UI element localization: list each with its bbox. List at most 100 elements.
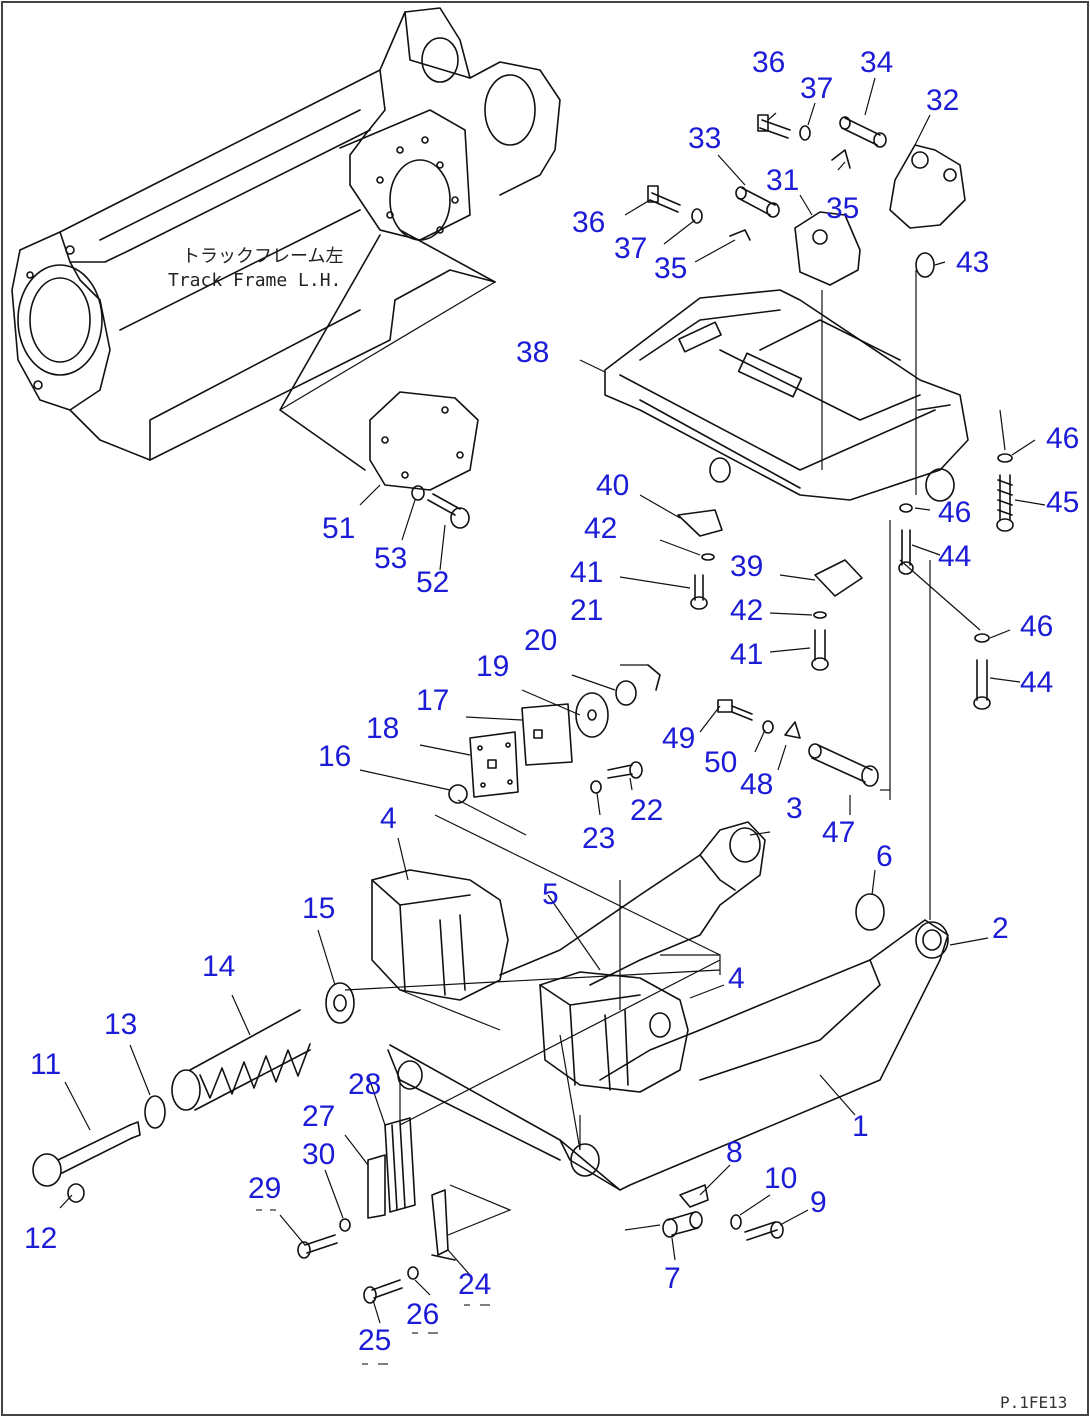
callout: 22 — [630, 794, 663, 827]
callout: 32 — [926, 84, 959, 117]
callout: 13 — [104, 1008, 137, 1041]
pin-33 — [735, 186, 780, 218]
plate-39 — [814, 559, 863, 597]
plate-17 — [521, 703, 573, 766]
callout: 41 — [730, 638, 763, 671]
pin-35-upper — [831, 149, 851, 169]
bolt-22 — [607, 761, 643, 779]
track-frame-drawing — [11, 7, 561, 471]
callout: 1 — [852, 1110, 869, 1143]
callout-numbers: 36 37 34 32 33 31 35 36 37 35 43 38 46 4… — [24, 46, 1079, 1357]
washer-10 — [730, 1214, 742, 1230]
washer-37-upper — [799, 125, 811, 141]
pin-7 — [662, 1211, 703, 1238]
callout: 6 — [876, 840, 893, 873]
bar-1-and-2 — [387, 919, 949, 1191]
bushing-6 — [855, 893, 885, 931]
callout: 21 — [570, 594, 603, 627]
callout: 29 — [248, 1172, 281, 1205]
shims-28 — [384, 1117, 416, 1213]
pin-47 — [808, 743, 879, 787]
callout: 16 — [318, 740, 351, 773]
callout: 46 — [938, 496, 971, 529]
callout: 33 — [688, 122, 721, 155]
bolt-25 — [363, 1279, 403, 1304]
callout: 51 — [322, 512, 355, 545]
washer-30 — [339, 1218, 351, 1232]
washer-13 — [144, 1095, 166, 1129]
callout: 45 — [1046, 486, 1079, 519]
track-frame-label-en: Track Frame L.H. — [168, 270, 341, 291]
callout: 4 — [728, 962, 745, 995]
bolt-41-lower — [811, 629, 829, 671]
box-4-left — [371, 869, 509, 1001]
callout: 23 — [582, 822, 615, 855]
callout: 20 — [524, 624, 557, 657]
plate-40 — [677, 509, 723, 537]
washer-26 — [407, 1266, 419, 1280]
callout: 36 — [572, 206, 605, 239]
callout: 52 — [416, 566, 449, 599]
rod-11 — [32, 1121, 141, 1187]
washer-53 — [411, 485, 425, 501]
bolt-52 — [427, 493, 470, 529]
bracket-24 — [431, 1189, 456, 1261]
nut-16 — [448, 784, 468, 804]
washer-23 — [590, 780, 602, 794]
callout: 26 — [406, 1298, 439, 1331]
washer-46-a — [899, 503, 913, 513]
callout: 8 — [726, 1136, 743, 1169]
callout: 37 — [800, 72, 833, 105]
callout: 30 — [302, 1138, 335, 1171]
callout: 11 — [30, 1048, 61, 1081]
collar-43 — [915, 252, 935, 278]
callout: 2 — [992, 912, 1009, 945]
callout: 37 — [614, 232, 647, 265]
callout: 44 — [938, 540, 971, 573]
cover-plate-51 — [369, 391, 479, 491]
plate-27 — [367, 1154, 386, 1219]
callout: 12 — [24, 1222, 57, 1255]
callout: 44 — [1020, 666, 1053, 699]
callout: 31 — [766, 164, 799, 197]
line-art — [11, 7, 1014, 1304]
washer-37-lower — [691, 208, 703, 224]
lock-48 — [784, 721, 801, 739]
box-4-right — [539, 971, 689, 1093]
callout: 28 — [348, 1068, 381, 1101]
callout: 49 — [662, 722, 695, 755]
callout: 41 — [570, 556, 603, 589]
callout: 43 — [956, 246, 989, 279]
callout: 27 — [302, 1100, 335, 1133]
bracket-31 — [794, 211, 861, 286]
cross-beam-38 — [604, 289, 969, 502]
bolt-36-lower — [647, 185, 681, 213]
callout: 5 — [542, 878, 559, 911]
bracket-32 — [889, 144, 966, 229]
leader-lines — [59, 77, 1046, 1324]
callout: 40 — [596, 469, 629, 502]
callout: 46 — [1046, 422, 1079, 455]
callout: 48 — [740, 768, 773, 801]
callout: 9 — [810, 1186, 827, 1219]
plate-18 — [469, 731, 519, 798]
callout: 14 — [202, 950, 235, 983]
bolt-9 — [744, 1221, 784, 1241]
callout: 36 — [752, 46, 785, 79]
disc-19 — [575, 692, 609, 738]
callout: 34 — [860, 46, 893, 79]
callout: 42 — [730, 594, 763, 627]
bolt-36-upper — [757, 114, 791, 139]
plate-15 — [325, 982, 355, 1024]
callout: 15 — [302, 892, 335, 925]
callout: 10 — [764, 1162, 797, 1195]
cotter-pin-21 — [647, 664, 661, 691]
callout: 53 — [374, 542, 407, 575]
callout: 7 — [664, 1262, 681, 1295]
callout: 17 — [416, 684, 449, 717]
callout: 42 — [584, 512, 617, 545]
callout: 4 — [380, 802, 397, 835]
nut-12 — [67, 1183, 85, 1203]
bolt-45 — [996, 453, 1014, 532]
